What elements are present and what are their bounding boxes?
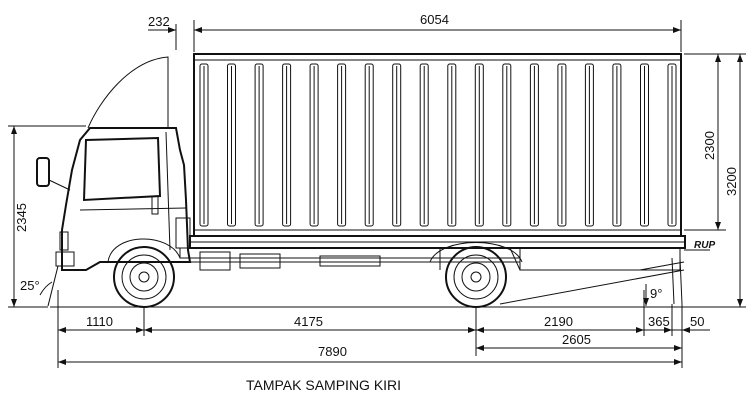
cargo-rib xyxy=(419,63,429,227)
dimension-lines xyxy=(8,20,746,368)
dim-wheelbase: 4175 xyxy=(294,314,323,329)
cargo-rib xyxy=(392,63,402,227)
cargo-box xyxy=(189,53,686,249)
cargo-rib xyxy=(529,63,539,227)
rear-wheel xyxy=(429,242,523,308)
dim-rear-to-body: 2190 xyxy=(544,314,573,329)
cargo-rib xyxy=(667,63,677,227)
cargo-rib xyxy=(254,63,264,227)
cargo-rib xyxy=(227,63,236,227)
front-wheel xyxy=(113,246,175,308)
cargo-rib xyxy=(612,63,622,227)
dim-body-length: 6054 xyxy=(420,12,449,27)
cargo-rib xyxy=(199,63,209,227)
side-mirror xyxy=(36,157,50,187)
dim-front-overhang: 1110 xyxy=(86,314,113,329)
departure-angle-label: 9° xyxy=(650,286,662,301)
dim-rear-overhang: 2605 xyxy=(562,332,591,347)
cargo-rib xyxy=(640,63,649,227)
approach-angle-label: 25° xyxy=(20,278,40,293)
cargo-rib xyxy=(557,63,567,227)
cargo-box-ribs xyxy=(199,63,677,227)
dim-total-height: 3200 xyxy=(724,167,739,196)
cargo-rib xyxy=(474,63,484,227)
cargo-rib xyxy=(364,63,374,227)
dim-rear-end: 50 xyxy=(690,314,704,329)
dim-cab-height: 2345 xyxy=(14,203,29,232)
chassis-frame xyxy=(179,247,681,271)
air-deflector xyxy=(87,56,169,129)
truck-cab xyxy=(36,56,192,271)
rear-underrun-guard: RUP xyxy=(639,240,715,305)
view-caption: TAMPAK SAMPING KIRI xyxy=(246,377,401,393)
dim-cab-overhang: 232 xyxy=(148,14,170,29)
cargo-rib xyxy=(447,63,457,227)
departure-angle-line xyxy=(499,269,685,305)
cab-window xyxy=(82,136,162,202)
cargo-rib xyxy=(502,63,512,227)
approach-angle-line xyxy=(47,265,59,307)
cab-body xyxy=(61,127,192,271)
door-handle xyxy=(151,195,159,215)
dim-cargo-height: 2300 xyxy=(702,131,717,160)
cargo-rib xyxy=(337,63,347,227)
rup-label: RUP xyxy=(694,240,715,251)
dim-rear-step: 365 xyxy=(648,314,670,329)
dim-overall-length: 7890 xyxy=(318,344,347,359)
cargo-rib xyxy=(584,63,594,227)
cargo-rib xyxy=(282,63,292,227)
cargo-rib xyxy=(309,63,319,227)
front-bumper xyxy=(55,251,75,267)
